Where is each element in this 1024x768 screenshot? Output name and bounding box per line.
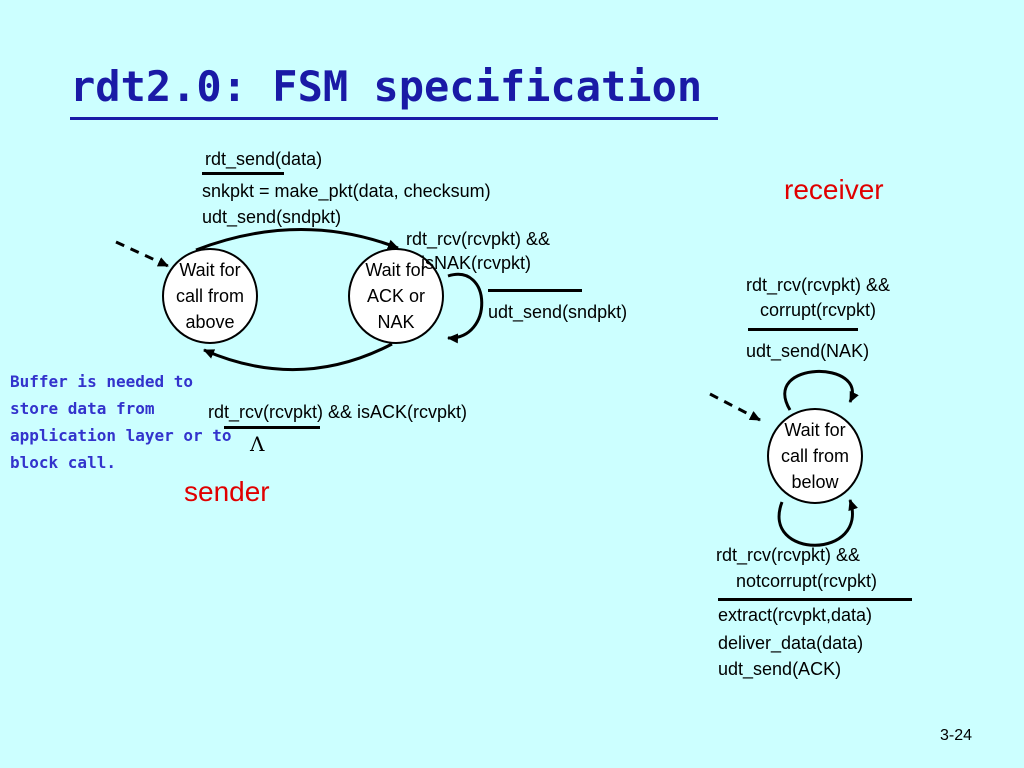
state-line: call from xyxy=(780,446,849,466)
send-action-2: udt_send(sndpkt) xyxy=(202,207,342,227)
state-wait-ack-nak: Wait for ACK or NAK xyxy=(348,248,444,344)
state-line: ACK or xyxy=(366,286,426,306)
send-transition-bar xyxy=(202,172,284,175)
buffer-note: Buffer is needed to store data from appl… xyxy=(10,372,232,472)
state-line: Wait for xyxy=(365,260,427,280)
state-line: above xyxy=(185,312,235,332)
title-underline xyxy=(70,117,718,120)
ack-transition-edge xyxy=(203,342,393,372)
ack-event-label: rdt_rcv(rcvpkt) && isACK(rcvpkt) xyxy=(208,402,468,422)
corrupt-transition-bar xyxy=(748,328,858,331)
nak-self-loop xyxy=(447,272,484,344)
receiver-label: receiver xyxy=(784,174,884,205)
corrupt-event-line-2: corrupt(rcvpkt) xyxy=(760,300,877,320)
ack-action-lambda: Λ xyxy=(250,432,265,456)
page-number: 3-24 xyxy=(940,727,973,744)
send-event-label: rdt_send(data) xyxy=(205,149,323,169)
corrupt-self-loop xyxy=(783,369,859,411)
send-action-1: snkpkt = make_pkt(data, checksum) xyxy=(202,181,491,201)
notcorrupt-event-line-1: rdt_rcv(rcvpkt) && xyxy=(716,545,861,565)
nak-event-line-1: rdt_rcv(rcvpkt) && xyxy=(406,229,551,249)
state-line: Wait for xyxy=(784,420,846,440)
nak-event-line-2: isNAK(rcvpkt) xyxy=(421,253,532,273)
corrupt-event-line-1: rdt_rcv(rcvpkt) && xyxy=(746,275,891,295)
notcorrupt-action-2: deliver_data(data) xyxy=(718,633,864,653)
notcorrupt-action-3: udt_send(ACK) xyxy=(718,659,842,679)
sender-initial-arrow xyxy=(115,240,169,268)
receiver-initial-arrow xyxy=(709,392,761,422)
state-line: NAK xyxy=(377,312,415,332)
sender-label: sender xyxy=(184,476,270,507)
state-line: below xyxy=(791,472,839,492)
state-wait-call-below: Wait for call from below xyxy=(767,408,863,504)
notcorrupt-transition-bar xyxy=(718,598,912,601)
state-wait-call-above: Wait for call from above xyxy=(162,248,258,344)
state-line: Wait for xyxy=(179,260,241,280)
notcorrupt-action-1: extract(rcvpkt,data) xyxy=(718,605,873,625)
notcorrupt-event-line-2: notcorrupt(rcvpkt) xyxy=(736,571,878,591)
notcorrupt-self-loop xyxy=(777,499,858,547)
send-transition-edge xyxy=(195,228,399,252)
page-title: rdt2.0: FSM specification xyxy=(70,62,703,111)
corrupt-action: udt_send(NAK) xyxy=(746,341,870,361)
nak-action: udt_send(sndpkt) xyxy=(488,302,628,322)
ack-transition-bar xyxy=(224,426,320,429)
nak-transition-bar xyxy=(488,289,582,292)
state-line: call from xyxy=(175,286,244,306)
